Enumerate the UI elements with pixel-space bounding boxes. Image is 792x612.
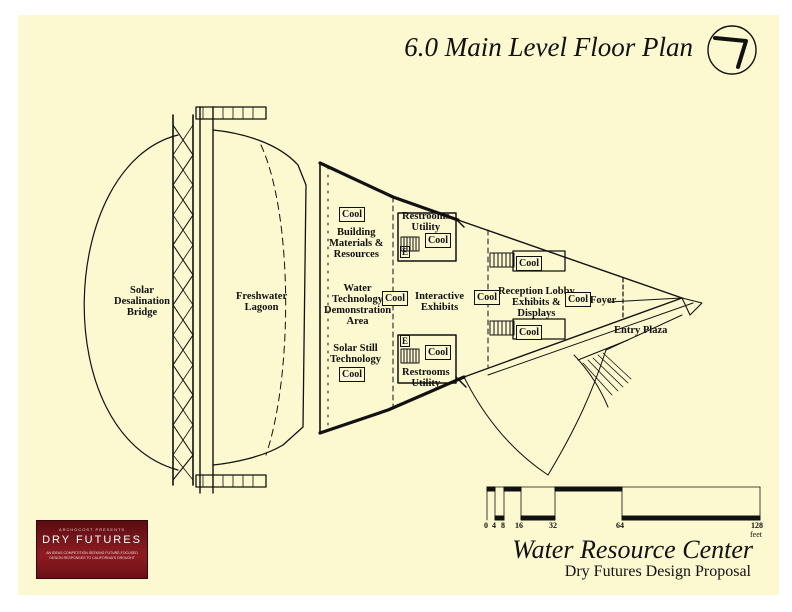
- cool-zone-badge: Cool: [565, 292, 591, 307]
- scale-tick-128: 128: [751, 521, 763, 530]
- cool-zone-badge: Cool: [339, 367, 365, 382]
- cool-zone-badge: Cool: [339, 207, 365, 222]
- room-lagoon: Freshwater Lagoon: [236, 291, 288, 313]
- room-solar-bridge: Solar Desalination Bridge: [114, 285, 171, 318]
- dry-futures-logo: ARCHOCOST PRESENTS DRY FUTURES AN IDEAS …: [36, 520, 148, 579]
- cool-zone-badge: Cool: [474, 290, 500, 305]
- floor-plan-drawing: [83, 25, 761, 521]
- solar-bridge-outline: [83, 134, 179, 471]
- elevator-marker: E: [400, 335, 411, 347]
- logo-tagline: AN IDEAS COMPETITION SEEKING FUTURE-FOCU…: [46, 551, 138, 560]
- room-reception-lobby: Reception Lobby Exhibits & Displays: [498, 286, 575, 319]
- page-title: 6.0 Main Level Floor Plan: [404, 32, 693, 62]
- cool-zone-badge: Cool: [425, 345, 451, 360]
- room-water-technology: Water Technology Demonstration Area: [324, 283, 392, 327]
- drawing-sheet: 6.0 Main Level Floor Plan Solar Desalina…: [18, 15, 779, 595]
- scale-bar-graphic: [486, 486, 761, 521]
- logo-name: DRY FUTURES: [42, 534, 142, 546]
- scale-tick-16: 16: [515, 521, 523, 530]
- room-restrooms-top: Restrooms Utility: [402, 211, 450, 233]
- scale-tick-8: 8: [501, 521, 505, 530]
- room-building-materials: Building Materials & Resources: [329, 227, 384, 260]
- scale-tick-64: 64: [616, 521, 624, 530]
- cool-zone-badge: Cool: [382, 291, 408, 306]
- scale-tick-32: 32: [549, 521, 557, 530]
- elevator-marker: E: [400, 246, 411, 258]
- lagoon-outline: [212, 129, 307, 466]
- room-interactive-exhibits: Interactive Exhibits: [415, 291, 464, 313]
- north-arrow-icon: [707, 25, 757, 75]
- room-foyer: Foyer: [590, 295, 617, 306]
- room-solar-still: Solar Still Technology: [330, 343, 381, 365]
- scale-tick-0: 0: [484, 521, 488, 530]
- project-name: Water Resource Center: [512, 535, 753, 564]
- cool-zone-badge: Cool: [516, 325, 542, 340]
- scale-tick-4: 4: [492, 521, 496, 530]
- room-restrooms-bottom: Restrooms Utility: [402, 367, 450, 389]
- logo-presents: ARCHOCOST PRESENTS: [58, 527, 126, 532]
- cool-zone-badge: Cool: [425, 233, 451, 248]
- cool-zone-badge: Cool: [516, 256, 542, 271]
- scale-unit: feet: [750, 530, 762, 539]
- project-subtitle: Dry Futures Design Proposal: [564, 563, 751, 580]
- room-entry-plaza: Entry Plaza: [614, 325, 668, 336]
